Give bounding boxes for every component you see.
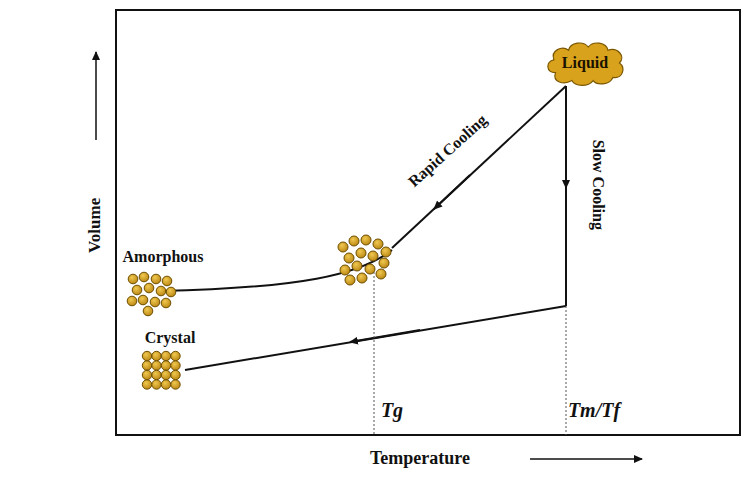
atom (144, 283, 154, 293)
atom (161, 298, 171, 308)
atom (152, 370, 161, 379)
atom (161, 361, 170, 370)
state-label: Crystal (145, 329, 196, 347)
atom (151, 274, 161, 284)
atom (127, 296, 137, 306)
slow-cooling-arrow (565, 150, 567, 188)
temperature-mark: Tg (381, 399, 403, 421)
atom (156, 286, 166, 296)
atom (171, 370, 180, 379)
atom (161, 351, 170, 360)
rapid-cooling-arrow (434, 175, 470, 209)
atom (379, 258, 389, 268)
crystal-arrow (350, 330, 420, 342)
atom (171, 351, 180, 360)
atom (143, 306, 153, 316)
tm-guide (566, 306, 567, 435)
temperature-mark: Tm/Tf (568, 399, 620, 421)
atom (381, 247, 391, 257)
axis-title: Volume (87, 197, 106, 252)
atom (171, 361, 180, 370)
node-text: Liquid (562, 54, 608, 72)
atom (352, 261, 362, 271)
atom (171, 380, 180, 389)
atom (338, 242, 348, 252)
atom (142, 351, 151, 360)
atom (161, 370, 170, 379)
crystal-line (185, 306, 566, 370)
atom (142, 370, 151, 379)
atom (365, 264, 375, 274)
atom (132, 285, 142, 295)
atom (128, 274, 138, 284)
atom (142, 361, 151, 370)
atom (349, 236, 359, 246)
atom (152, 361, 161, 370)
state-label: Amorphous (123, 248, 204, 266)
process-label: Rapid Cooling (405, 111, 490, 190)
axis-title: Temperature (370, 449, 470, 469)
atom (152, 351, 161, 360)
plot-frame (116, 10, 740, 435)
atom (376, 269, 386, 279)
atom (161, 380, 170, 389)
rapid-cooling-line (392, 86, 566, 248)
atom (356, 248, 366, 258)
atom (162, 276, 172, 286)
atom (138, 295, 148, 305)
atom (344, 253, 354, 263)
atom (345, 275, 355, 285)
atom (139, 272, 149, 282)
atom (361, 235, 371, 245)
atom (166, 287, 176, 297)
atom (142, 380, 151, 389)
process-label: Slow Cooling (589, 140, 607, 230)
atom (357, 273, 367, 283)
atom (150, 297, 160, 307)
liquid-cloud: Liquid (544, 39, 626, 87)
volume-axis-arrow (95, 52, 97, 140)
temperature-axis-arrow (530, 458, 642, 460)
atom (373, 239, 383, 249)
atom (152, 380, 161, 389)
atom (340, 265, 350, 275)
tg-guide (374, 272, 375, 435)
slow-cooling-line (565, 86, 567, 306)
atom (368, 251, 378, 261)
